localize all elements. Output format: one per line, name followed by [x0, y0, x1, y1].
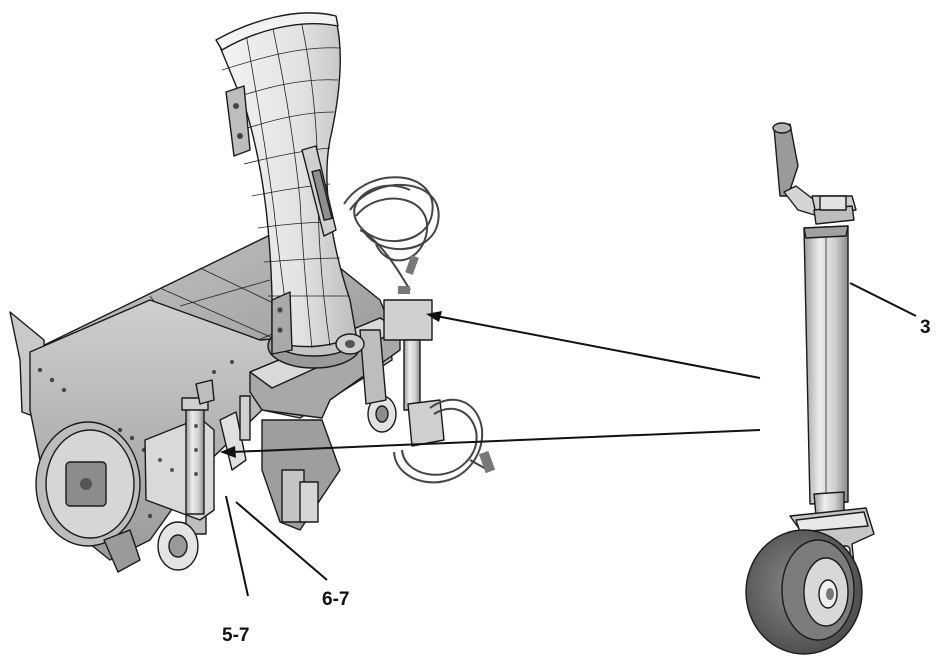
- callout-part-3: 3: [920, 317, 931, 338]
- drive-block: [261, 419, 341, 531]
- crank-knob: [773, 123, 799, 197]
- callout-part-6-7: 6-7: [322, 589, 349, 610]
- snow-blower: [9, 12, 496, 573]
- callout-part-5-7: 5-7: [222, 625, 249, 646]
- hydraulic-hoses: [343, 176, 489, 484]
- discharge-chute: [215, 12, 365, 369]
- jack-stand: [745, 122, 875, 655]
- jack-wheel: [745, 529, 863, 655]
- right-jack-bracket: [359, 299, 445, 447]
- auger-end-plate: [35, 421, 141, 573]
- leader-lines: [220, 282, 917, 597]
